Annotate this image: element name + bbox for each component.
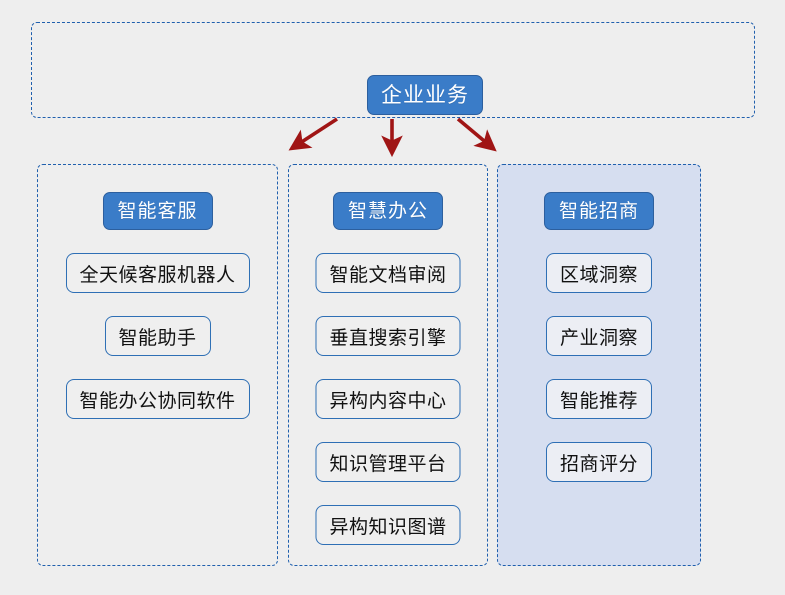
column-smart-office: 智慧办公 智能文档审阅 垂直搜索引擎 异构内容中心 知识管理平台 异构知识图谱 xyxy=(288,164,488,566)
leaf-item[interactable]: 全天候客服机器人 xyxy=(65,253,250,293)
leaf-item[interactable]: 异构内容中心 xyxy=(315,379,461,419)
column-header-customer-service[interactable]: 智能客服 xyxy=(102,192,213,230)
arrow-to-column-2 xyxy=(456,117,497,152)
column-header-smart-investment[interactable]: 智能招商 xyxy=(543,192,655,230)
leaf-item[interactable]: 智能文档审阅 xyxy=(315,253,461,293)
leaf-item[interactable]: 产业洞察 xyxy=(545,316,653,356)
leaf-item[interactable]: 垂直搜索引擎 xyxy=(315,316,461,356)
leaf-item[interactable]: 区域洞察 xyxy=(545,253,653,293)
leaf-item[interactable]: 智能助手 xyxy=(104,316,211,356)
root-node-enterprise-business[interactable]: 企业业务 xyxy=(367,75,483,115)
column-header-smart-office[interactable]: 智慧办公 xyxy=(332,192,444,230)
root-panel: 企业业务 xyxy=(31,22,755,118)
arrow-to-column-0 xyxy=(288,117,338,151)
leaf-item[interactable]: 异构知识图谱 xyxy=(315,505,461,545)
leaf-item[interactable]: 智能办公协同软件 xyxy=(65,379,250,419)
leaf-item[interactable]: 智能推荐 xyxy=(545,379,653,419)
column-smart-investment: 智能招商 区域洞察 产业洞察 智能推荐 招商评分 xyxy=(497,164,701,566)
column-customer-service: 智能客服 全天候客服机器人 智能助手 智能办公协同软件 xyxy=(37,164,278,566)
leaf-item[interactable]: 知识管理平台 xyxy=(315,442,461,482)
leaf-item[interactable]: 招商评分 xyxy=(545,442,653,482)
